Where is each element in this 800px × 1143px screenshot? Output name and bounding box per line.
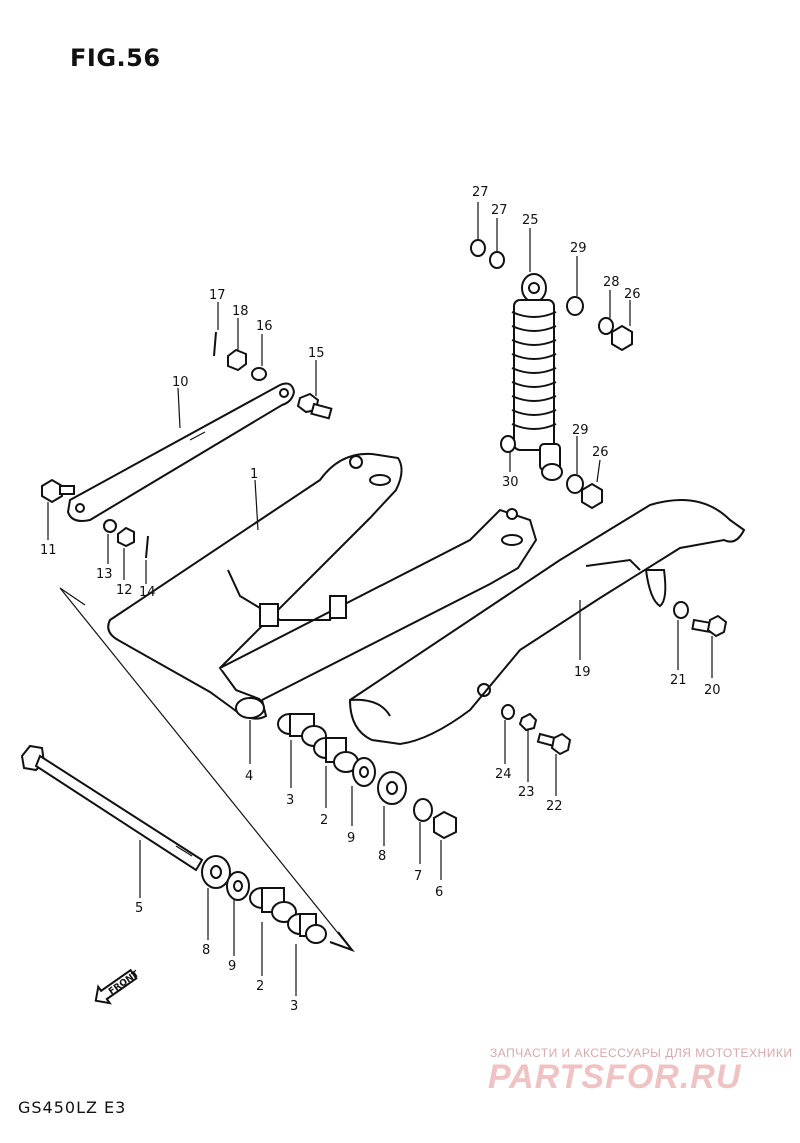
swing-arm (107, 452, 538, 720)
callout-4: 4 (245, 769, 253, 784)
cotter-pin-14 (145, 535, 149, 559)
callout-24: 24 (495, 767, 512, 782)
washer-9a (352, 757, 376, 787)
washer-21 (673, 601, 689, 619)
rear-shock-absorber (511, 273, 563, 481)
callout-14: 14 (139, 585, 156, 600)
watermark-tagline: ЗАПЧАСТИ И АКСЕССУАРЫ ДЛЯ МОТОТЕХНИКИ (490, 1046, 793, 1060)
callout-30: 30 (502, 475, 519, 490)
washer-24 (501, 704, 515, 720)
callout-17: 17 (209, 288, 226, 303)
callout-19: 19 (574, 665, 591, 680)
callout-16: 16 (256, 319, 273, 334)
seal-8a (377, 771, 407, 805)
bushing-3a (277, 713, 327, 747)
model-code: GS450LZ E3 (18, 1098, 127, 1117)
nut-18 (227, 348, 247, 372)
callout-13: 13 (96, 567, 113, 582)
watermark-logo: PARTSFOR.RU (488, 1058, 742, 1096)
callout-26a: 26 (624, 287, 641, 302)
alignment-line (59, 587, 351, 949)
callout-29a: 29 (570, 241, 587, 256)
callout-3a: 3 (286, 793, 294, 808)
callout-15: 15 (308, 346, 325, 361)
washer-13 (103, 519, 117, 533)
callout-23: 23 (518, 785, 535, 800)
alignment-tick (59, 587, 86, 606)
bushing-3b (287, 913, 327, 944)
washer-16 (251, 367, 267, 381)
callout-21: 21 (670, 673, 687, 688)
cap-nut-26b (581, 482, 603, 510)
nut-12 (117, 526, 135, 548)
torque-link (66, 382, 296, 522)
callout-11: 11 (40, 543, 57, 558)
seal-8b (201, 855, 231, 889)
callout-9b: 9 (228, 959, 236, 974)
nut-6 (433, 810, 457, 840)
callout-2a: 2 (320, 813, 328, 828)
washer-27b (489, 251, 505, 269)
bolt-20 (691, 614, 728, 638)
alignment-arrowhead (329, 931, 355, 953)
callout-12: 12 (116, 583, 133, 598)
callout-18: 18 (232, 304, 249, 319)
callout-7: 7 (414, 869, 422, 884)
callout-26b: 26 (592, 445, 609, 460)
cap-nut-26a (611, 324, 633, 352)
callout-9a: 9 (347, 831, 355, 846)
callout-27b: 27 (491, 203, 508, 218)
callout-1: 1 (250, 467, 258, 482)
callout-28: 28 (603, 275, 620, 290)
washer-29a (566, 296, 584, 316)
collar-2b (249, 887, 297, 923)
callout-3b: 3 (290, 999, 298, 1014)
callout-29b: 29 (572, 423, 589, 438)
chain-case (348, 499, 746, 746)
bolt-15 (296, 392, 333, 420)
callout-10: 10 (172, 375, 189, 390)
callout-8b: 8 (202, 943, 210, 958)
callout-27a: 27 (472, 185, 489, 200)
washer-7 (413, 798, 433, 822)
washer-28 (598, 317, 614, 335)
washer-30 (500, 435, 516, 453)
leader-lines (47, 202, 713, 996)
pivot-shaft (20, 744, 204, 872)
cotter-pin-17 (213, 331, 217, 357)
front-direction-arrow: FRONT (94, 968, 142, 1005)
callout-25: 25 (522, 213, 539, 228)
bolt-22 (536, 732, 572, 756)
figure-title: FIG.56 (70, 44, 161, 72)
lock-washer-23 (518, 712, 538, 732)
callout-8a: 8 (378, 849, 386, 864)
collar-2a (313, 737, 359, 773)
callout-6: 6 (435, 885, 443, 900)
callout-22: 22 (546, 799, 563, 814)
washer-9b (226, 871, 250, 901)
washer-27a (470, 239, 486, 257)
callout-2b: 2 (256, 979, 264, 994)
callout-20: 20 (704, 683, 721, 698)
bolt-11 (41, 478, 75, 504)
callout-5: 5 (135, 901, 143, 916)
washer-29b (566, 474, 584, 494)
